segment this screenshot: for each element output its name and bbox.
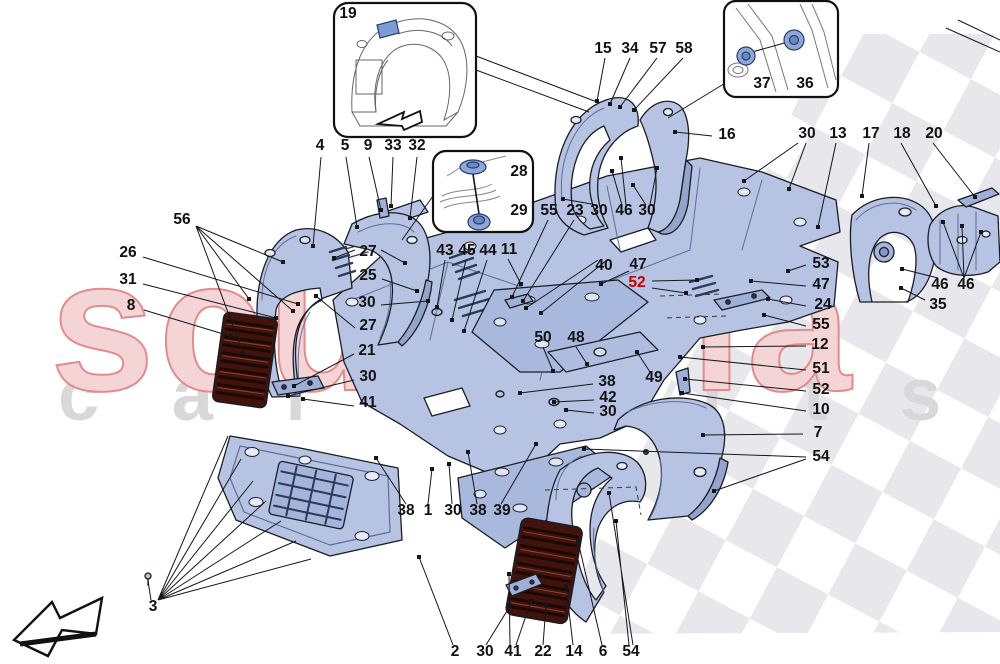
- callout-label-26: 26: [119, 244, 137, 262]
- front-right-wheelhouse-front: [554, 97, 639, 236]
- undertray-plate-fragment: [547, 331, 659, 373]
- callout-label-10: 10: [812, 401, 830, 419]
- front-undertray-2: [217, 435, 403, 557]
- rear-left-wheelhouse-rear: [613, 397, 729, 521]
- callout-label-57: 57: [649, 40, 667, 58]
- callout-label-11: 11: [500, 241, 518, 259]
- callout-label-19: 19: [339, 5, 357, 23]
- callout-label-12: 12: [811, 336, 829, 354]
- callout-label-15: 15: [594, 40, 612, 58]
- callout-label-30: 30: [590, 202, 608, 220]
- callout-label-47: 47: [629, 256, 647, 274]
- front-left-wheelhouse-front: [256, 228, 357, 398]
- callout-label-44: 44: [479, 242, 497, 260]
- callout-label-28: 28: [510, 163, 528, 181]
- callout-label-38: 38: [397, 502, 415, 520]
- callout-label-38: 38: [598, 373, 616, 391]
- callout-label-30: 30: [638, 202, 656, 220]
- callout-label-30: 30: [476, 643, 494, 661]
- callout-label-22: 22: [534, 643, 552, 661]
- callout-label-55: 55: [540, 202, 558, 220]
- callout-label-48: 48: [567, 329, 585, 347]
- callout-label-7: 7: [813, 424, 823, 442]
- callout-label-52: 52: [628, 274, 646, 292]
- callout-label-16: 16: [718, 126, 736, 144]
- callout-label-27: 27: [359, 243, 377, 261]
- callout-label-40: 40: [595, 257, 613, 275]
- callout-label-42: 42: [599, 389, 617, 407]
- callout-label-2: 2: [450, 643, 460, 661]
- rear-right-wheelhouse-front: [849, 196, 937, 303]
- callout-label-30: 30: [358, 294, 376, 312]
- callout-label-30: 30: [798, 125, 816, 143]
- bracket-23: [504, 293, 534, 309]
- callout-label-21: 21: [358, 342, 376, 360]
- callout-label-17: 17: [862, 125, 880, 143]
- callout-label-53: 53: [812, 255, 830, 273]
- callout-label-1: 1: [423, 502, 433, 520]
- callout-label-45: 45: [458, 242, 476, 260]
- callout-label-36: 36: [796, 75, 814, 93]
- callout-label-30: 30: [599, 403, 617, 421]
- callout-label-14: 14: [565, 643, 583, 661]
- callout-label-39: 39: [493, 502, 511, 520]
- callout-label-18: 18: [893, 125, 911, 143]
- callout-label-49: 49: [645, 369, 663, 387]
- strip-20: [957, 187, 1000, 208]
- callout-label-6: 6: [598, 643, 608, 661]
- callout-label-46: 46: [957, 276, 975, 294]
- clip-10: [675, 367, 691, 396]
- callout-label-13: 13: [829, 125, 847, 143]
- bracket-21: [271, 375, 325, 396]
- callout-label-46: 46: [615, 202, 633, 220]
- callout-label-52: 52: [812, 381, 830, 399]
- callout-label-33: 33: [384, 137, 402, 155]
- callout-label-58: 58: [675, 40, 693, 58]
- front-left-wheelhouse-rear: [343, 212, 433, 347]
- rear-right-wheelhouse-rear: [927, 205, 1000, 277]
- callout-label-32: 32: [408, 137, 426, 155]
- bracket-41: [505, 573, 543, 597]
- callout-label-9: 9: [363, 137, 373, 155]
- callout-label-27: 27: [359, 317, 377, 335]
- callout-label-31: 31: [119, 271, 137, 289]
- callout-label-8: 8: [126, 297, 136, 315]
- rear-grille-22: [505, 517, 583, 625]
- inset-plug-grommet: [431, 149, 535, 234]
- direction-arrow: [11, 595, 104, 658]
- callout-label-56: 56: [173, 211, 191, 229]
- callout-label-30: 30: [359, 368, 377, 386]
- callout-label-5: 5: [340, 137, 350, 155]
- callout-label-50: 50: [534, 329, 552, 347]
- callout-label-46: 46: [931, 276, 949, 294]
- callout-label-43: 43: [436, 242, 454, 260]
- inset-fastener-detail: [722, 0, 840, 99]
- callout-label-23: 23: [566, 202, 584, 220]
- callout-label-25: 25: [359, 267, 377, 285]
- callout-label-55: 55: [812, 316, 830, 334]
- callout-label-29: 29: [510, 202, 528, 220]
- direction-arrow-inset: [374, 109, 424, 132]
- callout-label-41: 41: [504, 643, 522, 661]
- callout-label-38: 38: [469, 502, 487, 520]
- callout-label-54: 54: [622, 643, 640, 661]
- callout-label-37: 37: [753, 75, 771, 93]
- callout-label-47: 47: [812, 276, 830, 294]
- callout-label-4: 4: [315, 137, 325, 155]
- callout-label-35: 35: [929, 296, 947, 314]
- callout-label-20: 20: [925, 125, 943, 143]
- screw-3: [144, 572, 152, 586]
- callout-label-30: 30: [444, 502, 462, 520]
- callout-label-41: 41: [359, 394, 377, 412]
- inset-wheelhouse-overview: [332, 1, 478, 139]
- callout-label-24: 24: [814, 296, 832, 314]
- callout-label-51: 51: [812, 360, 830, 378]
- callout-label-34: 34: [621, 40, 639, 58]
- callout-label-3: 3: [148, 598, 158, 616]
- callout-label-54: 54: [812, 448, 830, 466]
